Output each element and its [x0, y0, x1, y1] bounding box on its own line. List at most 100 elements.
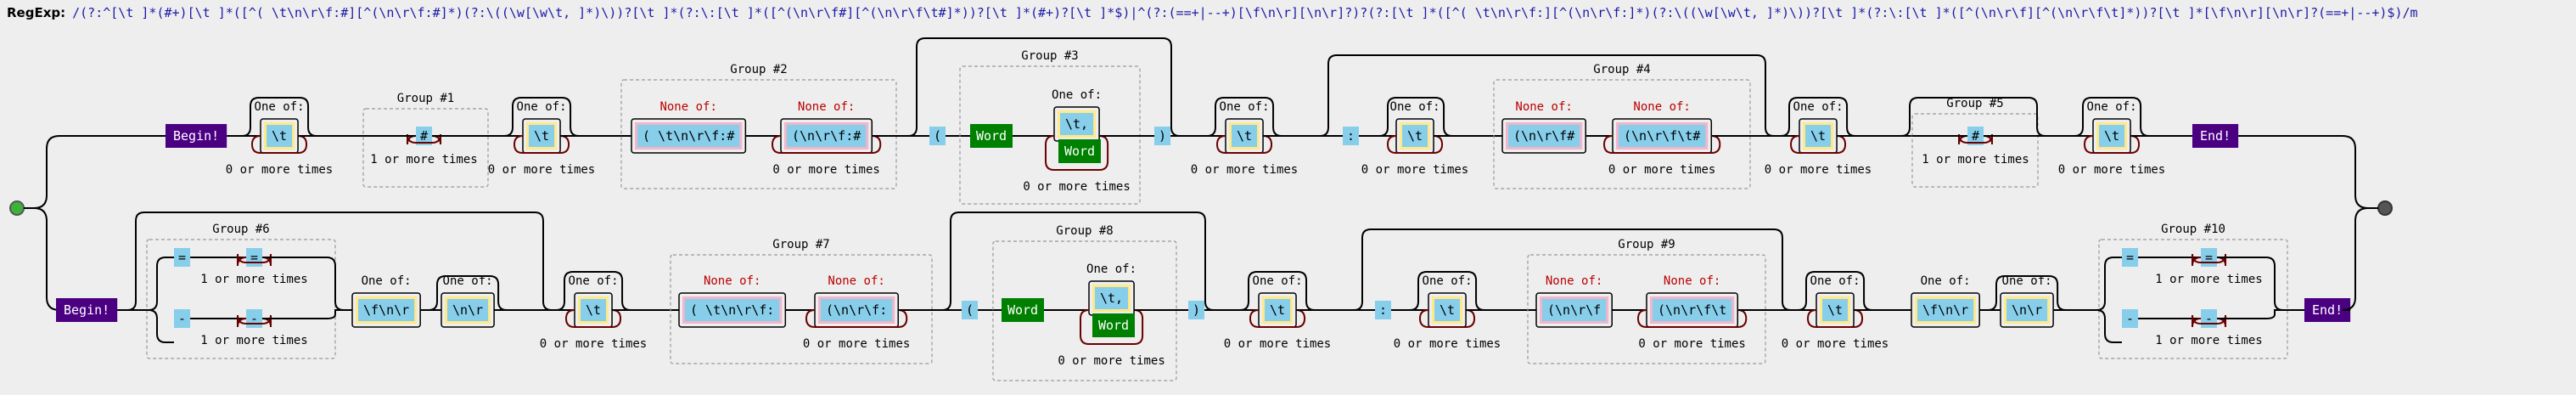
group3-word-chars-value-box: [1060, 113, 1094, 135]
row2-paren-skip: [941, 212, 1215, 311]
group4-none-a-text: (\n\r\f#: [1513, 128, 1574, 144]
row1-tab-6-skip: [2074, 97, 2150, 137]
regexp-line: RegExp:/(?:^[\t ]*(#+)[\t ]*([^( \t\n\r\…: [7, 5, 2418, 20]
group6-merge-bottom: [262, 309, 352, 319]
group7-none-a-header: None of:: [704, 274, 760, 288]
row2-fnr-2-header: One of:: [1921, 274, 1971, 288]
group4-none-a-value-box: [1508, 125, 1580, 147]
group9-none-b-header: None of:: [1664, 274, 1720, 288]
row1-end-label: End!: [2200, 128, 2231, 144]
row2-nr-2-header: One of:: [2002, 274, 2052, 288]
row2-open-paren-box: [962, 301, 979, 319]
row1-close-paren-box: [1154, 127, 1171, 145]
row1-tab-1-header: One of:: [255, 100, 305, 114]
group-5-label: Group #5: [1946, 97, 2003, 110]
group6-equals-2-loop: [237, 253, 272, 267]
group1-hash-repeat-label: 1 or more times: [370, 153, 477, 166]
group-8-box: [992, 240, 1177, 381]
row2-tab-1-skip: [555, 271, 631, 311]
row2-close-paren-box: [1188, 301, 1205, 319]
group-4-label: Group #4: [1593, 63, 1650, 76]
row2-nr-2-text: \n\r: [2012, 302, 2042, 318]
row1-begin-box: [166, 124, 227, 148]
group10-equals-2-loop: [2192, 253, 2227, 267]
group7-none-b-loop: [805, 309, 908, 328]
row1-end-box: [2192, 124, 2239, 148]
group2-none-a-value-box: [637, 125, 740, 147]
row2-tab-3-value-box: [1434, 299, 1461, 321]
row1-tab-2-value-box: [529, 125, 555, 147]
group6-dash-2-loop: [237, 314, 272, 328]
group10-equals-2-text: =: [2205, 250, 2213, 265]
row2-tab-2-skip: [1239, 271, 1316, 311]
group6-branch-top: [117, 257, 174, 311]
row1-tab-6-value-box: [2099, 125, 2125, 147]
row2-tab-1-text: \t: [586, 302, 601, 318]
row1-tab-3-loop: [1215, 135, 1273, 154]
group5-hash-text: #: [1972, 128, 1979, 144]
row2-fnr-2-value-box: [1917, 299, 1974, 321]
group6-dash-1-text: -: [178, 311, 186, 326]
row2-tab-1-loop: [564, 309, 622, 328]
row1-colon-box: [1343, 127, 1360, 145]
row1-tab-3-repeat-label: 0 or more times: [1191, 163, 1298, 177]
group4-none-b-value-box: [1619, 125, 1706, 147]
row2-tab-3-skip: [1409, 271, 1485, 311]
group1-hash-text: #: [420, 128, 428, 144]
row2-tab-3-header: One of:: [1423, 274, 1473, 288]
row1-tab-2-header: One of:: [517, 100, 567, 114]
row2-colon-skip: [1353, 229, 1792, 311]
group3-word-chars-header: One of:: [1052, 88, 1102, 102]
group8-word-chars-loop: [1080, 309, 1144, 345]
group-2-label: Group #2: [730, 63, 787, 76]
start-branch-top: [24, 135, 166, 209]
row2-tab-2-loop: [1249, 309, 1306, 328]
group-8-label: Group #8: [1056, 224, 1113, 238]
group8-word-chars-header: One of:: [1086, 262, 1136, 276]
row2-tab-4-value-box: [1822, 299, 1849, 321]
group4-none-b-loop: [1602, 135, 1721, 154]
group2-none-b-value-box: [787, 125, 867, 147]
row1-tab-6-text: \t: [2104, 128, 2119, 144]
row1-colon-text: :: [1347, 128, 1355, 144]
group8-word-chars-repeat-label: 0 or more times: [1058, 354, 1165, 368]
group5-hash-box: [1967, 127, 1984, 145]
row1-tab-4-repeat-label: 0 or more times: [1361, 163, 1468, 177]
group3-word-chars-text: \t,: [1065, 116, 1088, 132]
row2-tab-3-text: \t: [1440, 302, 1455, 318]
row2-end-label: End!: [2312, 302, 2343, 318]
row1-tab-6-repeat-label: 0 or more times: [2058, 163, 2165, 177]
group-10-box: [2098, 239, 2288, 359]
row2-tab-4-loop: [1806, 309, 1864, 328]
regexp-source: /(?:^[\t ]*(#+)[\t ]*([^( \t\n\r\f:#][^(…: [72, 5, 2418, 20]
row1-tab-1-loop: [250, 135, 308, 154]
row2-nr-text: \n\r: [452, 302, 483, 318]
row1-tab-3-text: \t: [1237, 128, 1252, 144]
group10-branch-top: [2096, 257, 2122, 311]
group9-none-b-loop: [1636, 309, 1748, 328]
end-node: [2377, 200, 2393, 216]
row2-word-box: [1002, 298, 1044, 322]
group10-dash-2-loop: [2192, 314, 2227, 328]
row2-tab-2-header: One of:: [1253, 274, 1303, 288]
group7-none-b-repeat-label: 0 or more times: [803, 337, 910, 351]
group10-dash-2-text: -: [2205, 311, 2213, 326]
row1-tab-4-header: One of:: [1390, 100, 1440, 114]
row1-tab-1-repeat-label: 0 or more times: [226, 163, 333, 177]
row1-tab-4-skip: [1378, 97, 1453, 137]
row1-to-end: [2238, 135, 2378, 209]
group6-dash-1-box: [174, 309, 191, 328]
row2-nr-2-value-box: [2006, 299, 2048, 321]
group2-none-b-loop: [771, 135, 882, 154]
group5-skip: [1900, 97, 2046, 137]
row1-word-text: Word: [976, 128, 1007, 144]
group7-none-a-value-box: [685, 299, 780, 321]
row1-tab-1-text: \t: [272, 128, 287, 144]
row2-tab-3-loop: [1418, 309, 1476, 328]
group6-equals-1-box: [174, 248, 191, 267]
row2-word-text: Word: [1007, 302, 1038, 318]
row2-tab-1-value-box: [581, 299, 607, 321]
row2-tab-1-repeat-label: 0 or more times: [540, 337, 647, 351]
group-3-label: Group #3: [1021, 49, 1078, 63]
